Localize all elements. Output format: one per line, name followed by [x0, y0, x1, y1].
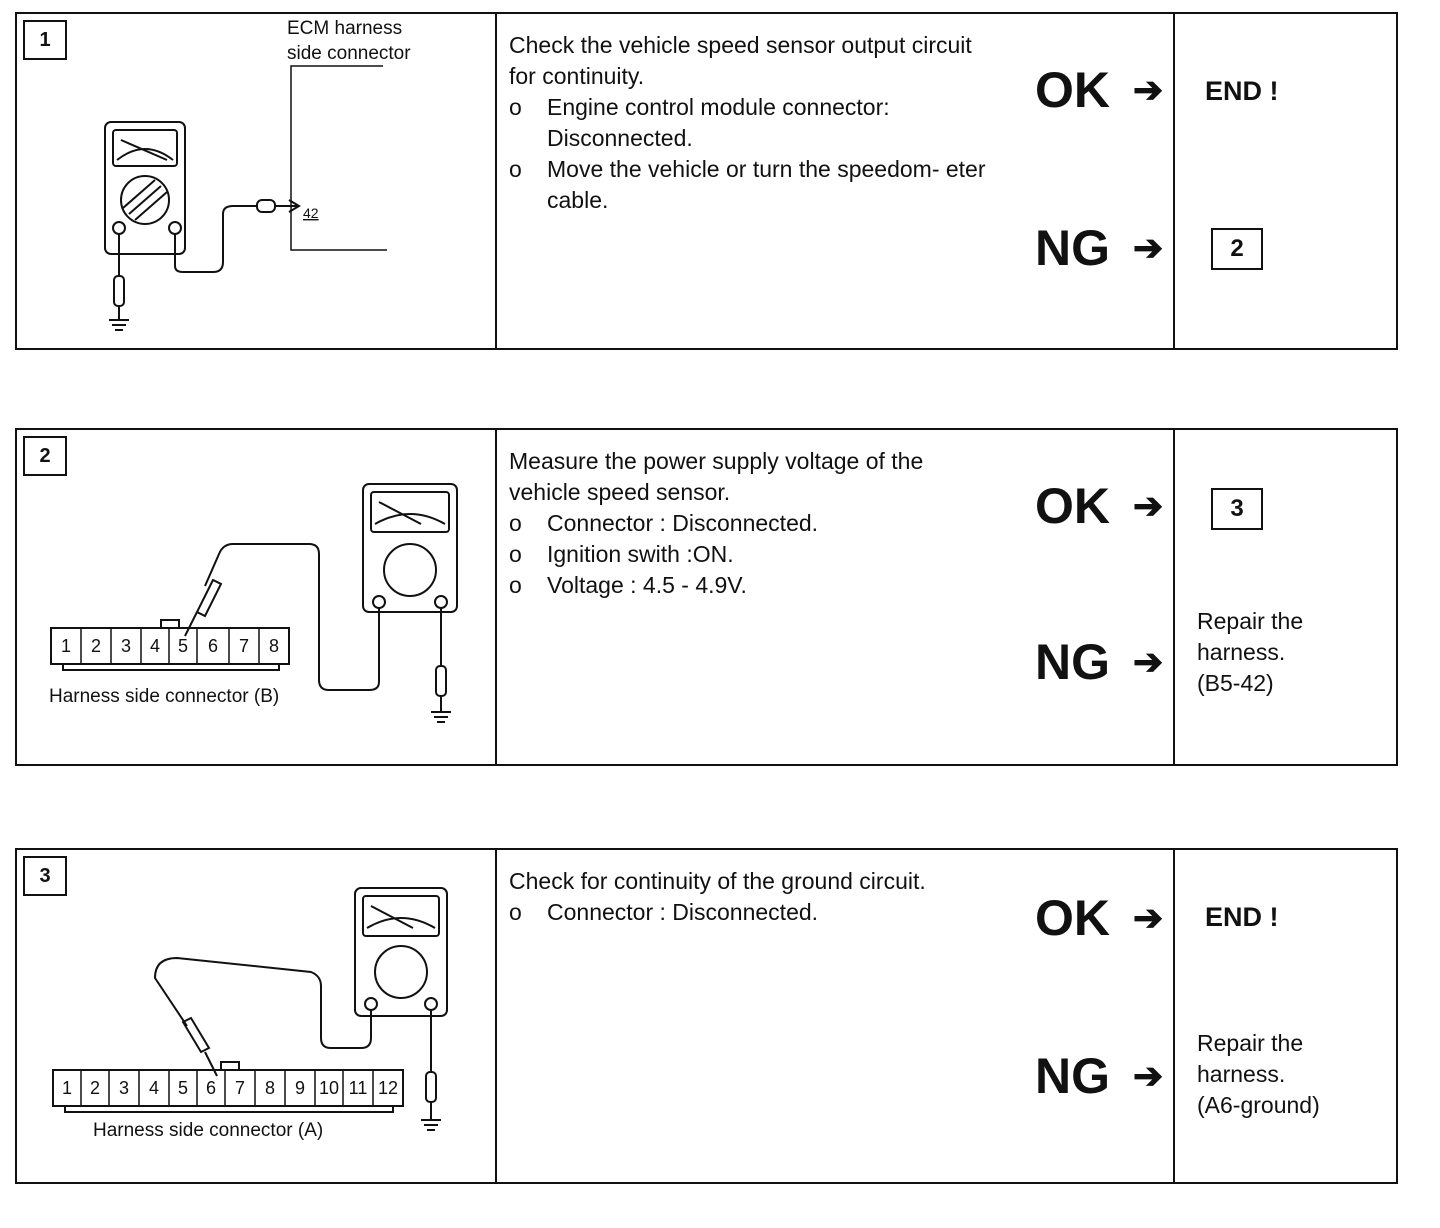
- goto-step-3-link[interactable]: 3: [1211, 488, 1263, 530]
- end-result: END !: [1205, 902, 1279, 932]
- arrow-right-icon: ➔: [1133, 641, 1164, 682]
- pin-label: 1: [61, 636, 71, 656]
- pin-label: 5: [178, 1078, 188, 1098]
- step-2-result-cell: 3 Repair the harness. (B5-42): [1173, 428, 1398, 766]
- connector-a-label: Harness side connector (A): [93, 1120, 324, 1141]
- arrow-right-icon: ➔: [1133, 227, 1164, 268]
- end-result: END !: [1205, 76, 1279, 106]
- pin-label: 8: [269, 636, 279, 656]
- connector-b-label: Harness side connector (B): [49, 686, 280, 707]
- step-1-instructions: Check the vehicle speed sensor output ci…: [509, 30, 989, 216]
- pin-label: 1: [62, 1078, 72, 1098]
- step-2-instructions: Measure the power supply voltage of the …: [509, 446, 989, 601]
- arrow-right-icon: ➔: [1133, 1055, 1164, 1096]
- step-1-figure-cell: 1 ECM harness side connector: [15, 12, 497, 350]
- pin-label: 5: [178, 636, 188, 656]
- multimeter-ground-diagram: 1 2 3 4 5 6 7 8 9 10 11 12: [52, 887, 448, 1131]
- connector-b-pins: [80, 628, 260, 664]
- step-3-intro: Check for continuity of the ground circu…: [509, 868, 926, 894]
- pin-label: 9: [295, 1078, 305, 1098]
- repair-harness-result: Repair the harness. (A6-ground): [1197, 1030, 1320, 1118]
- step-3-result-cell: END ! Repair the harness. (A6-ground): [1173, 848, 1398, 1184]
- ecm-connector-label: ECM harness side connector: [287, 18, 411, 64]
- step-3-instructions: Check for continuity of the ground circu…: [509, 866, 989, 928]
- step-3-description-cell: Check for continuity of the ground circu…: [495, 848, 1175, 1184]
- step-number-badge: 2: [23, 436, 67, 476]
- step-1-intro: Check the vehicle speed sensor output ci…: [509, 32, 972, 89]
- step-number-badge: 1: [23, 20, 67, 60]
- arrow-right-icon: ➔: [1133, 69, 1164, 110]
- ng-verdict: NG: [1035, 634, 1110, 690]
- step-2-row: 2: [15, 428, 1398, 766]
- pin-label: 4: [149, 1078, 159, 1098]
- step-1-result-cell: END ! 2: [1173, 12, 1398, 350]
- goto-step-2-link[interactable]: 2: [1211, 228, 1263, 270]
- pin-label: 6: [208, 636, 218, 656]
- pin-label: 8: [265, 1078, 275, 1098]
- pin-label: 4: [150, 636, 160, 656]
- pin-label: 12: [378, 1078, 398, 1098]
- step-2-description-cell: Measure the power supply voltage of the …: [495, 428, 1175, 766]
- step-1-row: 1 ECM harness side connector: [15, 12, 1398, 350]
- connector-a-pins: [80, 1070, 374, 1106]
- pin-label: 6: [206, 1078, 216, 1098]
- pin-label: 3: [119, 1078, 129, 1098]
- step-2-intro: Measure the power supply voltage of the …: [509, 448, 924, 505]
- step-2-figure-cell: 2: [15, 428, 497, 766]
- repair-harness-result: Repair the harness. (B5-42): [1197, 608, 1304, 696]
- pin-label: 2: [91, 636, 101, 656]
- multimeter-icon: [362, 483, 458, 613]
- step-number-badge: 3: [23, 856, 67, 896]
- ok-verdict: OK: [1035, 890, 1110, 946]
- pin-label: 11: [349, 1078, 368, 1098]
- multimeter-continuity-diagram: 42: [104, 65, 387, 331]
- pin-label: 7: [235, 1078, 245, 1098]
- pin-label: 2: [90, 1078, 100, 1098]
- ng-verdict: NG: [1035, 220, 1110, 276]
- ng-verdict: NG: [1035, 1048, 1110, 1104]
- ok-verdict: OK: [1035, 62, 1110, 118]
- pin-label: 10: [319, 1078, 339, 1098]
- step-1-description-cell: Check the vehicle speed sensor output ci…: [495, 12, 1175, 350]
- multimeter-voltage-diagram: 1 2 3 4 5 6 7 8: [50, 483, 458, 723]
- step-3-figure-cell: 3: [15, 848, 497, 1184]
- multimeter-icon: [104, 121, 186, 255]
- ok-verdict: OK: [1035, 478, 1110, 534]
- pin-42-label: 42: [303, 205, 319, 221]
- arrow-right-icon: ➔: [1133, 485, 1164, 526]
- pin-label: 3: [121, 636, 131, 656]
- step-3-row: 3: [15, 848, 1398, 1184]
- multimeter-icon: [354, 887, 448, 1017]
- connector-b-icon: [50, 627, 290, 665]
- arrow-right-icon: ➔: [1133, 897, 1164, 938]
- pin-label: 7: [239, 636, 249, 656]
